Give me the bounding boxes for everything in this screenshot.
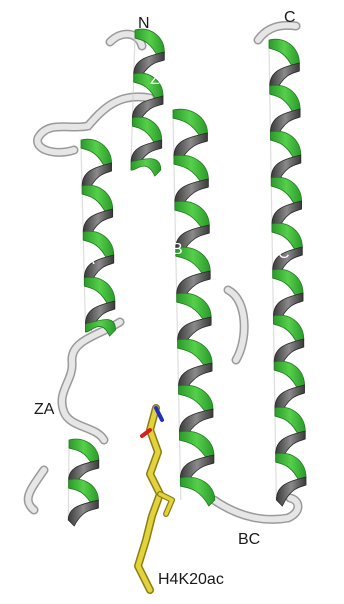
h4k20ac-peptide [138,408,172,590]
label-loop-za: ZA [34,401,55,418]
label-h4k20ac: H4K20ac [158,571,224,588]
helix-za-short [68,439,99,526]
helix-a [81,139,116,336]
helix-turn-front [180,477,214,506]
label-n-terminus: N [138,15,150,32]
helix-z [131,29,165,176]
helix-c [269,39,306,506]
label-helix-a: A [84,251,95,268]
labels: N C Z A B C ZA BC H4K20ac [34,9,296,588]
helix-b [173,109,215,506]
label-c-terminus: C [284,9,296,26]
label-helix-z: Z [150,71,160,88]
label-helix-c: C [278,245,290,262]
helix-rim [173,116,181,500]
helix-turn-back [68,500,98,526]
helix-turn-front [131,159,161,176]
label-helix-b: B [172,241,183,258]
label-loop-bc: BC [238,531,260,548]
helix-rim [131,36,135,170]
